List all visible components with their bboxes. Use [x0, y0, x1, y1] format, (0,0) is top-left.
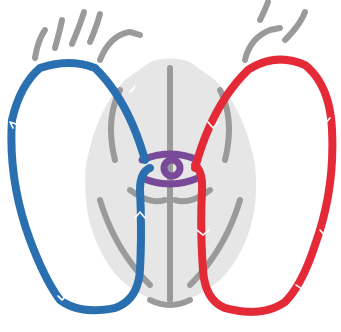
aortic-arch-right	[245, 28, 280, 60]
neck-vessel-left-2	[55, 20, 62, 48]
neck-vessel-left-1	[35, 30, 45, 58]
neck-vessel-left-3	[72, 12, 84, 44]
aortic-arch-left	[100, 32, 140, 60]
neck-vessel-right-1	[260, 2, 268, 20]
neck-vessel-left-4	[90, 14, 100, 42]
neck-vessel-right-2	[285, 12, 305, 40]
arrow-blue-4	[36, 240, 44, 246]
